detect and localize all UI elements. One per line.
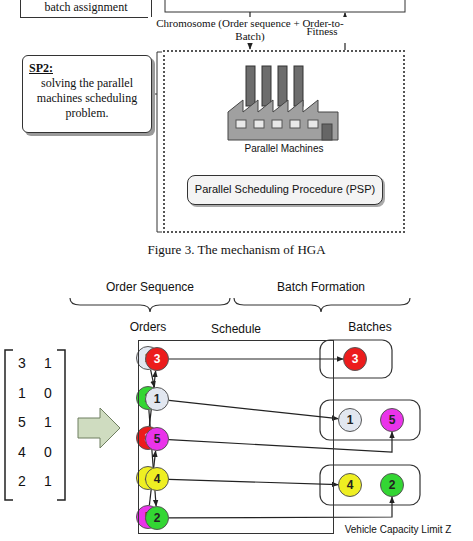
order-number: 3 (154, 352, 161, 367)
bracket (153, 52, 162, 232)
order-circle: 2 (380, 473, 404, 497)
matrix-cell: 0 (44, 444, 52, 461)
order-circle: 2 (145, 506, 169, 530)
column-heading: Batches (348, 320, 391, 334)
order-circle: 1 (338, 408, 362, 432)
order-circle: 4 (145, 467, 169, 491)
order-number: 1 (347, 413, 354, 428)
box-heading: SP2: (29, 61, 53, 76)
group-heading: Batch Formation (277, 280, 365, 294)
order-number: 4 (154, 472, 161, 487)
order-circle: 4 (338, 473, 362, 497)
matrix-cell: 3 (18, 355, 26, 372)
process-box: batch assignment (20, 0, 152, 18)
connector-arrow (169, 497, 392, 518)
matrix-cell: 4 (18, 444, 26, 461)
batch-box (320, 400, 420, 440)
box-text: Parallel Machines (245, 143, 324, 156)
connector-group (145, 359, 392, 518)
subproblem-box: SP2:solving the parallel machines schedu… (22, 55, 152, 133)
block-arrow (78, 408, 120, 448)
brace (234, 298, 410, 312)
box-text: solving the parallel machines scheduling… (29, 76, 145, 121)
order-number: 4 (347, 478, 354, 493)
factory-icon (228, 66, 338, 140)
box-text: Parallel Scheduling Procedure (PSP) (195, 183, 375, 197)
matrix-cell: 1 (18, 385, 26, 402)
connector-arrow (169, 400, 338, 418)
cropped-box (165, 0, 405, 12)
matrix-cell: 0 (44, 385, 52, 402)
group-heading: Order Sequence (106, 280, 194, 294)
connector-arrow (169, 479, 338, 484)
matrix-cell: 1 (44, 355, 52, 372)
order-circle: 5 (380, 408, 404, 432)
flow-label: Fitness (306, 25, 337, 38)
matrix-bracket (5, 350, 65, 500)
dotted-region: Parallel MachinesParallel Scheduling Pro… (163, 50, 405, 233)
order-circle: 5 (145, 427, 169, 451)
connector-arrow (169, 358, 343, 359)
order-circle: 1 (145, 387, 169, 411)
order-number: 2 (389, 478, 396, 493)
figure-caption: Figure 3. The mechanism of HGA (0, 242, 473, 258)
order-number: 3 (352, 352, 359, 367)
matrix-cell: 5 (18, 414, 26, 431)
box-text: batch assignment (45, 0, 128, 15)
matrix-cell: 1 (44, 473, 52, 490)
brace (70, 298, 230, 312)
matrix-cell: 1 (44, 414, 52, 431)
order-number: 1 (154, 392, 161, 407)
note-label: Vehicle Capacity Limit Z (345, 524, 452, 536)
order-circle: 3 (145, 347, 169, 371)
connector-arrow (169, 432, 392, 452)
order-circle: 3 (343, 347, 367, 371)
schedule-column: Schedule31542 (138, 340, 334, 534)
procedure-box: Parallel Scheduling Procedure (PSP) (187, 175, 383, 205)
order-number: 5 (389, 413, 396, 428)
order-number: 2 (154, 511, 161, 526)
order-number: 5 (154, 432, 161, 447)
column-heading: Orders (130, 320, 167, 334)
matrix-cell: 2 (18, 473, 26, 490)
